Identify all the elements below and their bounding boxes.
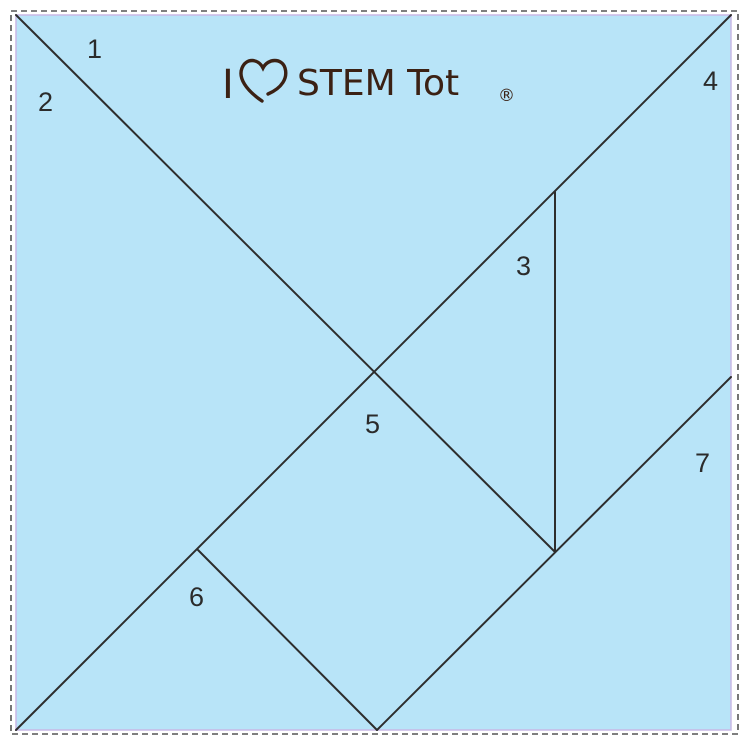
piece-label-6: 6 (189, 582, 204, 612)
piece-7-edge-line (376, 376, 732, 731)
anti-diagonal-line (15, 14, 732, 731)
logo-registered-mark: ® (498, 86, 515, 106)
piece-label-7: 7 (695, 448, 710, 478)
piece-6-edge-line (197, 549, 378, 731)
cut-border (10, 10, 739, 735)
diagonal-line (15, 14, 556, 553)
brand-logo: I STEM Tot ® (222, 58, 515, 108)
piece-label-4: 4 (703, 66, 718, 96)
heart-icon (239, 58, 288, 103)
piece-label-3: 3 (516, 251, 531, 281)
piece-label-1: 1 (87, 34, 102, 64)
piece-lines (15, 14, 732, 731)
logo-prefix: I (222, 62, 234, 108)
piece-label-5: 5 (365, 409, 380, 439)
logo-brand: STEM Tot (297, 63, 459, 104)
piece-label-2: 2 (38, 87, 53, 117)
